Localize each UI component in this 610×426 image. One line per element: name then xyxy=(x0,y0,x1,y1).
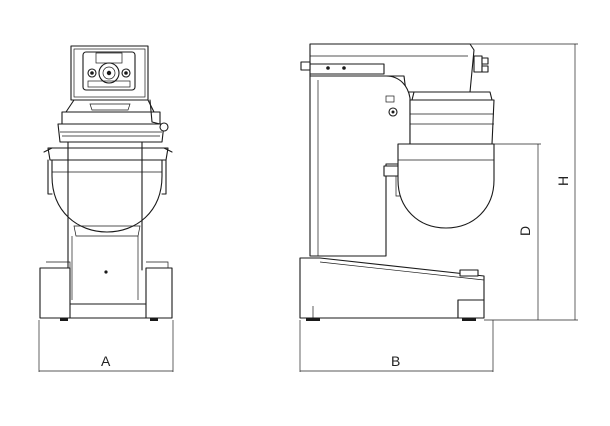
label-b: B xyxy=(391,353,400,369)
side-view xyxy=(299,43,495,321)
dimension-b: B xyxy=(299,320,494,372)
dimension-a: A xyxy=(38,320,174,372)
dimension-h: H xyxy=(470,43,578,321)
front-view xyxy=(39,45,173,321)
dimension-d: D xyxy=(484,143,541,321)
label-d: D xyxy=(517,226,533,236)
label-a: A xyxy=(101,353,111,369)
label-h: H xyxy=(555,176,571,186)
